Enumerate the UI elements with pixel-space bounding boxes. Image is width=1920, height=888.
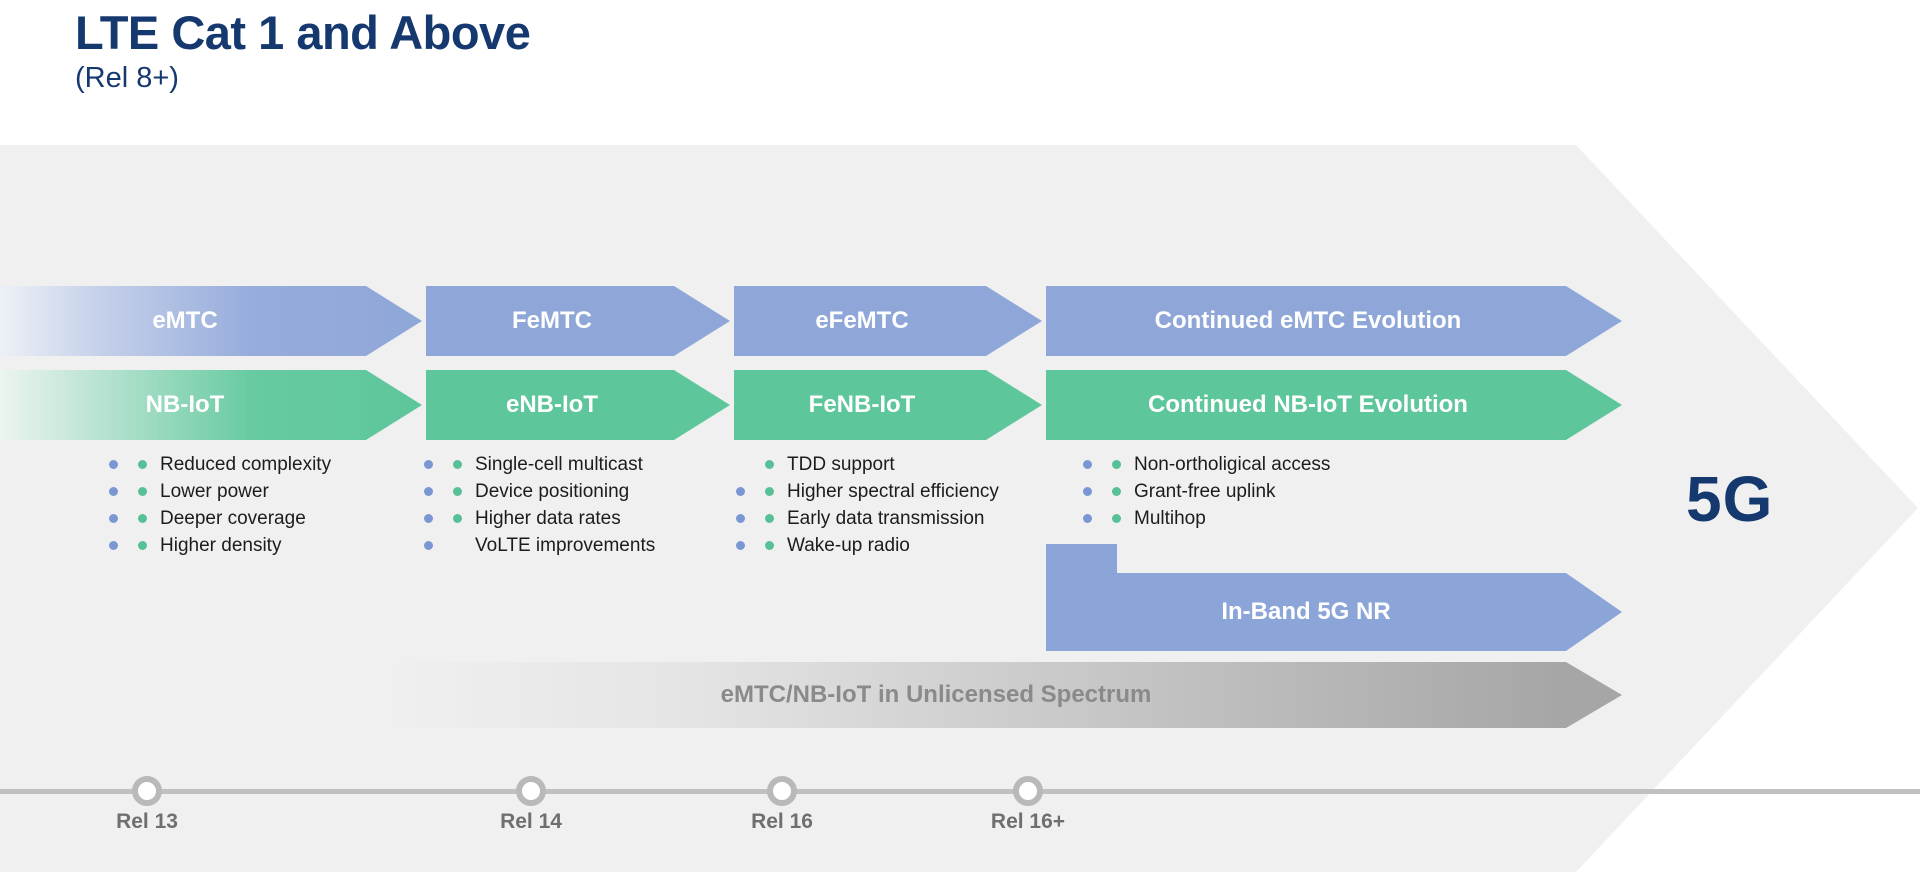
emtc-bullet-icon — [109, 460, 118, 469]
feature-item: Wake-up radio — [736, 532, 999, 559]
emtc-bullet-icon — [1083, 514, 1092, 523]
feature-item: Early data transmission — [736, 505, 999, 532]
emtc-bullet-icon — [424, 487, 433, 496]
timeline-milestone-dot — [132, 776, 162, 806]
emtc-bullet-icon — [109, 514, 118, 523]
nbiot-bullet-icon — [765, 460, 774, 469]
nbiot-bullet-icon — [138, 541, 147, 550]
nbiot-bullet-icon — [1112, 514, 1121, 523]
nbiot-segment: Continued NB-IoT Evolution — [1046, 370, 1622, 440]
feature-item: Higher data rates — [424, 505, 655, 532]
nbiot-bullet-icon — [138, 460, 147, 469]
emtc-segment: eMTC — [0, 286, 422, 356]
feature-item: Lower power — [109, 478, 331, 505]
nbiot-bullet-icon — [765, 514, 774, 523]
nbiot-bullet-icon — [138, 487, 147, 496]
feature-item-text: TDD support — [787, 453, 895, 475]
feature-item-text: Single-cell multicast — [475, 453, 643, 475]
nbiot-segment: FeNB-IoT — [734, 370, 1042, 440]
nbiot-bullet-icon — [453, 514, 462, 523]
feature-item: Reduced complexity — [109, 451, 331, 478]
feature-item-text: Wake-up radio — [787, 534, 910, 556]
feature-item: Grant-free uplink — [1083, 478, 1330, 505]
feature-item-text: Grant-free uplink — [1134, 480, 1276, 502]
track-segment-label: eFeMTC — [815, 307, 909, 334]
page-title: LTE Cat 1 and Above — [75, 6, 531, 59]
feature-item-text: Lower power — [160, 480, 269, 502]
timeline-milestone-dot — [1013, 776, 1043, 806]
feature-item-text: Reduced complexity — [160, 453, 332, 475]
timeline-milestone-dot — [516, 776, 546, 806]
emtc-bullet-icon — [424, 460, 433, 469]
unlicensed-spectrum-arrow: eMTC/NB-IoT in Unlicensed Spectrum — [380, 662, 1622, 728]
track-segment-label: Continued eMTC Evolution — [1154, 307, 1462, 334]
nbiot-bullet-icon — [765, 487, 774, 496]
emtc-segment: FeMTC — [426, 286, 730, 356]
feature-item-text: VoLTE improvements — [475, 534, 656, 556]
feature-item: Multihop — [1083, 505, 1330, 532]
nbiot-bullet-icon — [765, 541, 774, 550]
track-segment-label: Continued NB-IoT Evolution — [1148, 391, 1468, 418]
track-segment-label: eNB-IoT — [506, 391, 598, 418]
feature-item-text: Higher data rates — [475, 507, 621, 529]
emtc-bullet-icon — [1083, 460, 1092, 469]
nbiot-bullet-icon — [138, 514, 147, 523]
nbiot-bullet-icon — [453, 487, 462, 496]
timeline-milestone-label: Rel 14 — [500, 810, 562, 833]
emtc-bullet-icon — [424, 514, 433, 523]
feature-item: Device positioning — [424, 478, 655, 505]
feature-item-text: Early data transmission — [787, 507, 985, 529]
feature-item: VoLTE improvements — [424, 532, 655, 559]
emtc-bullet-icon — [736, 541, 745, 550]
feature-item: Single-cell multicast — [424, 451, 655, 478]
feature-item-text: Non-ortholigical access — [1134, 453, 1331, 475]
feature-item-text: Higher density — [160, 534, 282, 556]
emtc-bullet-icon — [736, 487, 745, 496]
emtc-bullet-icon — [109, 487, 118, 496]
in-band-5g-nr-label: In-Band 5G NR — [1221, 598, 1391, 625]
feature-item-text: Device positioning — [475, 480, 630, 502]
emtc-segment: eFeMTC — [734, 286, 1042, 356]
feature-item-text: Higher spectral efficiency — [787, 480, 999, 502]
feature-item: Deeper coverage — [109, 505, 331, 532]
emtc-bullet-icon — [1083, 487, 1092, 496]
feature-item-text: Deeper coverage — [160, 507, 306, 529]
timeline-milestone-label: Rel 13 — [116, 810, 178, 833]
emtc-bullet-icon — [736, 514, 745, 523]
track-segment-label: NB-IoT — [145, 391, 225, 418]
nbiot-segment: eNB-IoT — [426, 370, 730, 440]
emtc-bullet-icon — [424, 541, 433, 550]
emtc-segment: Continued eMTC Evolution — [1046, 286, 1622, 356]
track-segment-label: FeNB-IoT — [808, 391, 916, 418]
nbiot-bullet-icon — [1112, 487, 1121, 496]
timeline-milestone-dot — [767, 776, 797, 806]
nbiot-bullet-icon — [1112, 460, 1121, 469]
header: LTE Cat 1 and Above (Rel 8+) — [75, 6, 531, 96]
timeline-milestone-label: Rel 16 — [751, 810, 813, 833]
feature-item: TDD support — [736, 451, 999, 478]
unlicensed-spectrum-label: eMTC/NB-IoT in Unlicensed Spectrum — [720, 681, 1152, 708]
track-segment-label: FeMTC — [512, 307, 592, 334]
timeline-line — [0, 789, 1920, 794]
emtc-bullet-icon — [109, 541, 118, 550]
feature-item: Higher spectral efficiency — [736, 478, 999, 505]
timeline-milestone-label: Rel 16+ — [990, 810, 1066, 833]
track-segment-label: eMTC — [152, 307, 218, 334]
feature-item: Non-ortholigical access — [1083, 451, 1330, 478]
5g-label: 5G — [1686, 463, 1774, 535]
nbiot-segment: NB-IoT — [0, 370, 422, 440]
feature-item-text: Multihop — [1134, 507, 1206, 529]
feature-item: Higher density — [109, 532, 331, 559]
nbiot-bullet-icon — [453, 460, 462, 469]
page-subtitle: (Rel 8+) — [75, 62, 179, 94]
